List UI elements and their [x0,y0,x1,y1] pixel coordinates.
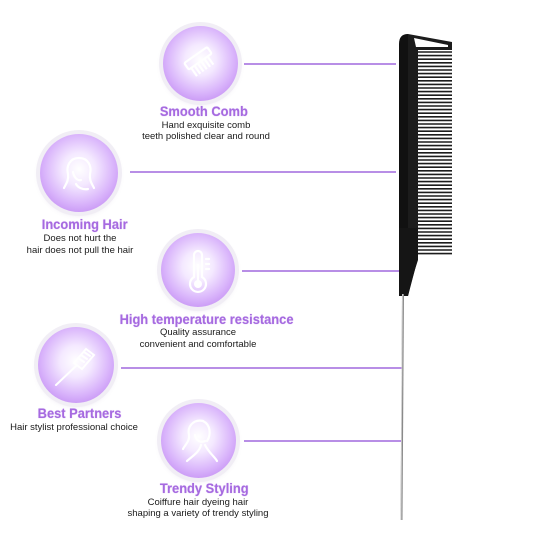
rattail-comb-icon [55,347,96,386]
rattail-comb-product [399,34,452,521]
connector-line [121,367,402,369]
feature-title: Smooth Comb [159,103,248,119]
feature-description: Quality assurance [159,327,237,338]
smooth-comb-badge [163,26,238,101]
feature-description: shaping a variety of trendy styling [127,508,269,519]
feature-description: Coiffure hair dyeing hair [147,497,249,508]
woman-head-icon [62,156,96,191]
trendy-styling-badge [161,403,236,478]
incoming-hair-badge [40,134,118,212]
feature-description: Hair stylist professional choice [10,422,138,433]
feature-description: Hand exquisite comb [161,120,251,131]
feature-title: Incoming Hair [41,216,128,232]
feature-title: Trendy Styling [159,480,249,496]
feature-description: convenient and comfortable [139,339,257,350]
connector-line [244,440,402,442]
best-partners-badge [38,327,114,403]
feature-description: Does not hurt the [43,233,117,244]
high-temperature-badge [161,233,235,307]
feature-description: teeth polished clear and round [142,131,270,142]
connector-line [130,171,396,173]
hairstyle-icon [181,419,219,463]
thermometer-icon [188,249,211,294]
connector-line [244,63,396,65]
feature-title: High temperature resistance [119,311,294,327]
connector-line [242,270,402,272]
feature-description: hair does not pull the hair [26,245,134,256]
feature-title: Best Partners [37,405,122,421]
comb-icon [183,46,215,77]
